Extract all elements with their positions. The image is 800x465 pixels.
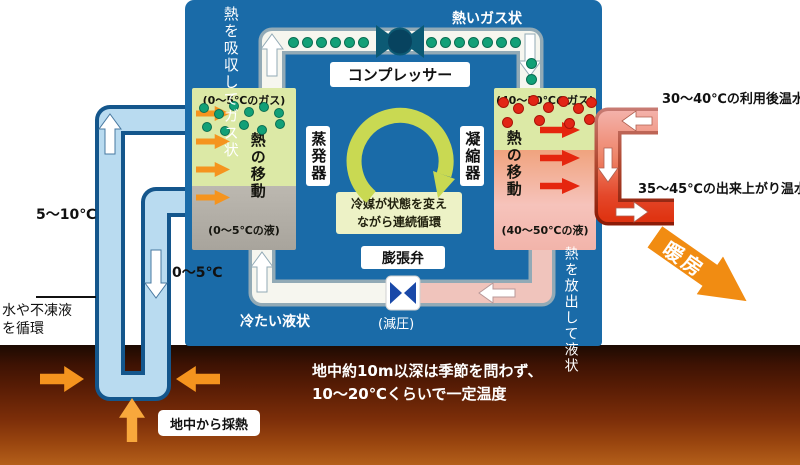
circulate-label-line1: 水や不凍液 <box>2 303 72 319</box>
release-liquid-label: 熱を放出して液状 <box>562 246 579 374</box>
evaporator-liquid-label: (0〜5℃の液) <box>208 224 280 237</box>
used-water-label: 30〜40℃の利用後温水 <box>662 92 800 107</box>
up-temp-label: 5〜10℃ <box>36 207 97 223</box>
evaporator-label: 蒸発器 <box>306 126 330 186</box>
heating-arrow: 暖房 <box>642 218 760 320</box>
flow-up-arrow-icon <box>98 113 122 155</box>
cold-liquid-label: 冷たい液状 <box>240 314 310 330</box>
evaporator-heat-move-label: 熱の移動 <box>248 132 267 200</box>
cycle-note: 冷媒が状態を変え ながら連続循環 <box>336 192 462 234</box>
evaporator-gas-label: (0〜5℃のガス) <box>202 94 286 107</box>
heating-label: 暖房 <box>658 236 710 283</box>
flow-left-arrow-icon <box>621 110 653 132</box>
collect-heat-label: 地中から採熱 <box>158 410 260 436</box>
hot-gas-label: 熱いガス状 <box>452 11 522 27</box>
condenser-gas-label: (40〜50℃のガス) <box>496 94 594 107</box>
decompression-label: (減圧) <box>378 317 415 332</box>
supply-water-label: 35〜45℃の出来上がり温水 <box>638 182 800 197</box>
circulate-label-line2: を循環 <box>2 321 44 337</box>
condenser-liquid-label: (40〜50℃の液) <box>501 224 589 237</box>
leader-line <box>36 296 96 298</box>
ground-note-line2: 10〜20℃くらいで一定温度 <box>312 385 507 403</box>
cycle-note-line2: ながら連続循環 <box>356 215 441 229</box>
ground-note-line1: 地中約10m以深は季節を問わず、 <box>312 362 543 380</box>
condenser-liquid-zone <box>494 150 596 250</box>
flow-right-arrow-icon <box>615 201 649 223</box>
cycle-note-line1: 冷媒が状態を変え <box>350 197 447 211</box>
expansion-valve-label: 膨張弁 <box>361 246 445 269</box>
condenser-heat-move-label: 熱の移動 <box>504 130 523 198</box>
evaporator-zone <box>192 88 296 250</box>
compressor-label: コンプレッサー <box>330 62 470 87</box>
down-temp-label: 0〜5℃ <box>172 265 223 281</box>
condenser-label: 凝縮器 <box>460 126 484 186</box>
flow-down-arrow-icon <box>144 249 168 299</box>
absorb-gas-label: 熱を吸収してガス状 <box>221 6 240 159</box>
